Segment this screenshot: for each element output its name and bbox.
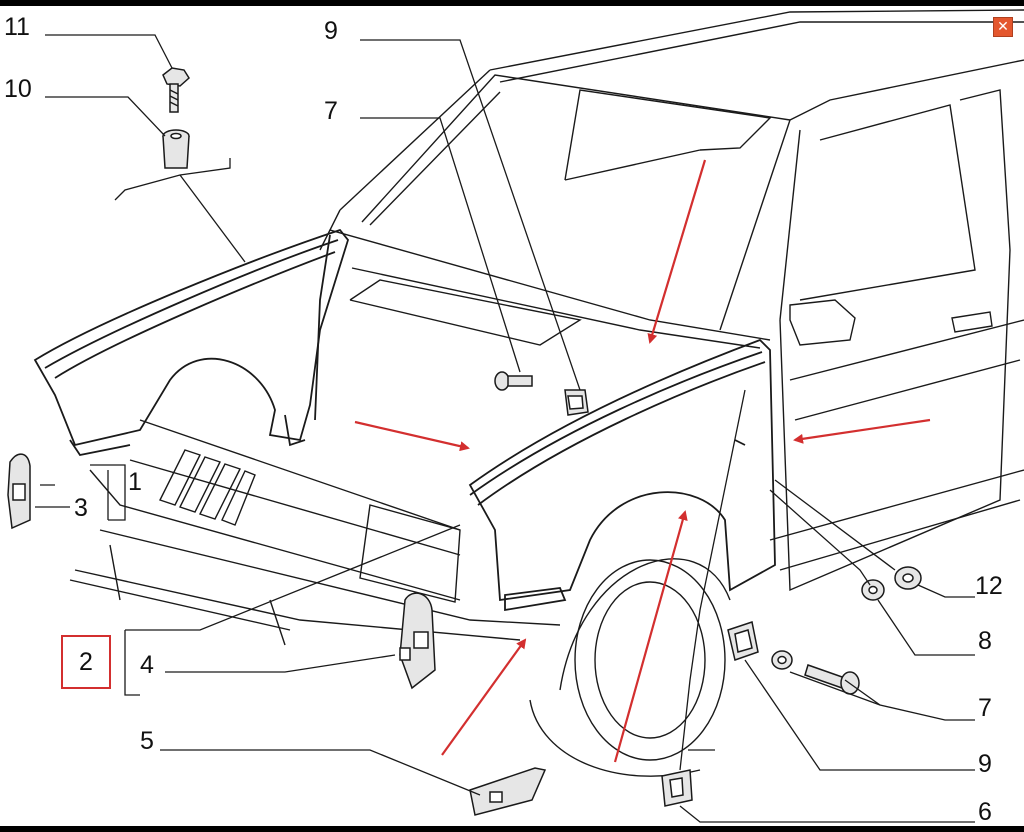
clip-9-top xyxy=(564,389,589,416)
callout-7-top: 7 xyxy=(324,97,338,125)
bracket-5 xyxy=(469,767,547,816)
callout-2: 2 xyxy=(79,648,93,676)
bracket-4 xyxy=(399,592,436,690)
leader-lines xyxy=(35,34,975,823)
callout-5: 5 xyxy=(140,727,154,755)
arrow-hood xyxy=(354,420,470,452)
callout-12: 12 xyxy=(975,572,1003,600)
bracket-3 xyxy=(7,453,31,530)
exploded-fender xyxy=(33,228,350,457)
bolt-7-top xyxy=(494,371,533,391)
bolt-7-bottom xyxy=(804,664,860,695)
installed-fender xyxy=(468,338,776,612)
arrow-wheel xyxy=(613,510,688,763)
window-top-border xyxy=(0,0,1024,6)
callout-3: 3 xyxy=(74,494,88,522)
nut-10 xyxy=(162,129,190,169)
callout-7-bottom: 7 xyxy=(978,694,992,722)
arrow-door xyxy=(793,418,931,444)
callout-6: 6 xyxy=(978,798,992,826)
washer-7 xyxy=(771,650,793,670)
callout-8: 8 xyxy=(978,627,992,655)
window-bottom-border xyxy=(0,826,1024,832)
close-icon[interactable]: ✕ xyxy=(993,17,1013,37)
highlight-box xyxy=(61,635,111,689)
callout-4: 4 xyxy=(140,651,154,679)
bolt-11 xyxy=(162,67,190,113)
callout-1: 1 xyxy=(128,468,142,496)
clip-6 xyxy=(661,769,693,807)
clip-9-bottom xyxy=(727,621,759,661)
callout-9-bottom: 9 xyxy=(978,750,992,778)
callout-9-top: 9 xyxy=(324,17,338,45)
washer-8 xyxy=(861,579,885,601)
nut-12 xyxy=(894,566,922,590)
arrow-windshield xyxy=(647,159,707,344)
car-body-outline xyxy=(69,9,1024,777)
arrow-bumper xyxy=(441,638,527,756)
callout-11: 11 xyxy=(4,13,30,41)
assembly-arrows xyxy=(354,159,931,763)
callout-10: 10 xyxy=(4,75,32,103)
